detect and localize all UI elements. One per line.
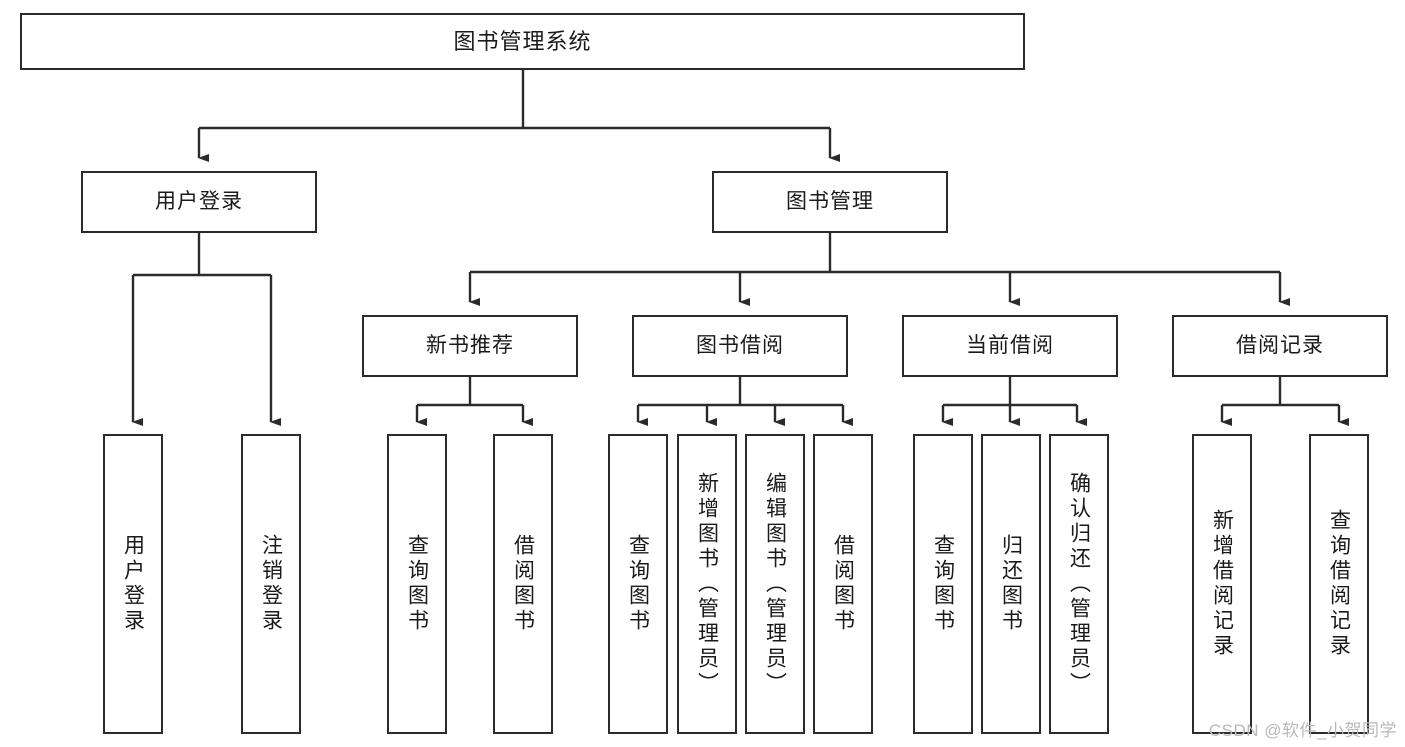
node-book-borrow[interactable]: 图书借阅 — [632, 315, 848, 377]
node-user-login[interactable]: 用户登录 — [81, 171, 317, 233]
leaf-user-login[interactable]: 用户登录 — [103, 434, 163, 734]
node-book-management[interactable]: 图书管理 — [712, 171, 948, 233]
node-label: 注销登录 — [259, 534, 283, 634]
node-label: 新增借阅记录 — [1210, 509, 1234, 659]
node-label: 编辑图书（管理员） — [763, 471, 787, 697]
node-label: 归还图书 — [999, 534, 1023, 634]
leaf-borrow-book[interactable]: 借阅图书 — [813, 434, 873, 734]
leaf-edit-book-admin[interactable]: 编辑图书（管理员） — [745, 434, 805, 734]
node-label: 当前借阅 — [966, 333, 1054, 357]
node-label: 查询图书 — [405, 534, 429, 634]
leaf-query-book-recommend[interactable]: 查询图书 — [387, 434, 447, 734]
csdn-watermark: CSDN @软件_小贺同学 — [1208, 721, 1397, 740]
node-new-book-recommend[interactable]: 新书推荐 — [362, 315, 578, 377]
node-label: 用户登录 — [121, 534, 145, 634]
node-label: 借阅记录 — [1236, 333, 1324, 357]
node-borrow-record[interactable]: 借阅记录 — [1172, 315, 1388, 377]
node-label: 查询图书 — [626, 534, 650, 634]
node-label: 借阅图书 — [831, 534, 855, 634]
node-label: 用户登录 — [155, 189, 243, 213]
leaf-return-book[interactable]: 归还图书 — [981, 434, 1041, 734]
node-label: 图书管理系统 — [453, 28, 592, 54]
leaf-logout[interactable]: 注销登录 — [241, 434, 301, 734]
node-label: 图书管理 — [786, 189, 874, 213]
leaf-borrow-book-recommend[interactable]: 借阅图书 — [493, 434, 553, 734]
node-label: 新书推荐 — [426, 333, 514, 357]
node-current-borrow[interactable]: 当前借阅 — [902, 315, 1118, 377]
leaf-confirm-return-admin[interactable]: 确认归还（管理员） — [1049, 434, 1109, 734]
node-label: 借阅图书 — [511, 534, 535, 634]
leaf-add-borrow-record[interactable]: 新增借阅记录 — [1192, 434, 1252, 734]
leaf-query-book-current[interactable]: 查询图书 — [913, 434, 973, 734]
node-label: 查询图书 — [931, 534, 955, 634]
node-label: 查询借阅记录 — [1327, 509, 1351, 659]
leaf-query-book-borrow[interactable]: 查询图书 — [608, 434, 668, 734]
node-label: 图书借阅 — [696, 333, 784, 357]
leaf-add-book-admin[interactable]: 新增图书（管理员） — [677, 434, 737, 734]
node-root-library-system[interactable]: 图书管理系统 — [20, 13, 1025, 70]
node-label: 新增图书（管理员） — [695, 471, 719, 697]
node-label: 确认归还（管理员） — [1067, 471, 1091, 697]
leaf-query-borrow-record[interactable]: 查询借阅记录 — [1309, 434, 1369, 734]
